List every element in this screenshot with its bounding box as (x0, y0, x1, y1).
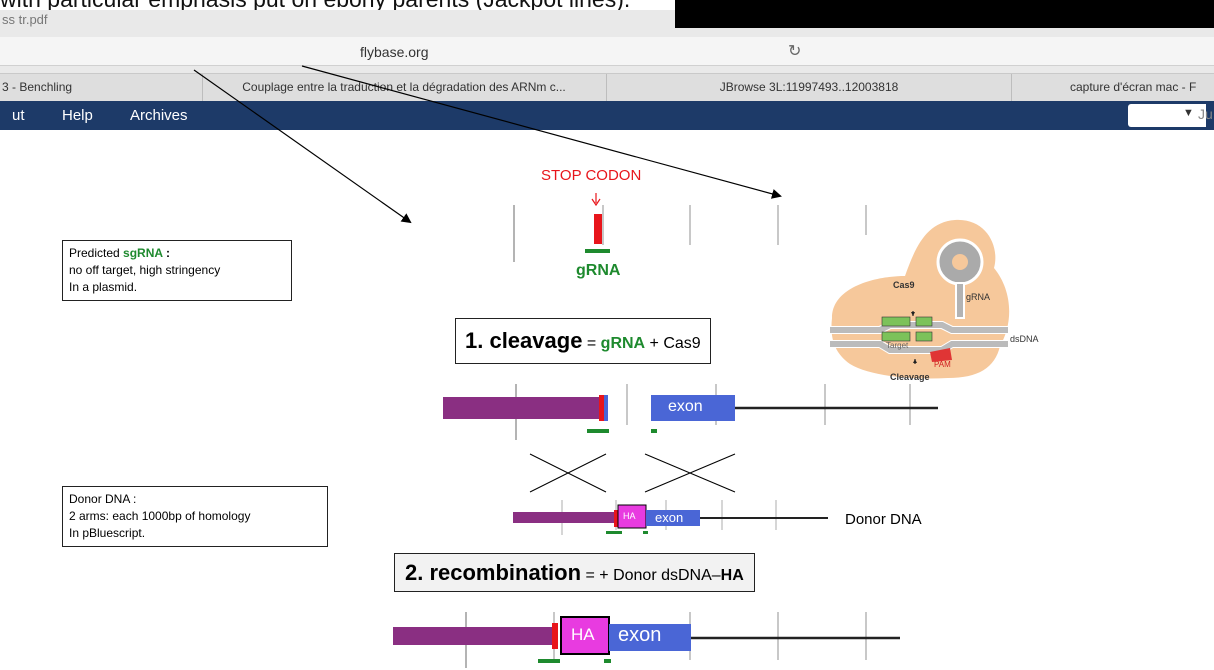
tab-couplage[interactable]: Couplage entre la traduction et la dégra… (202, 74, 607, 101)
donor-exon (646, 510, 700, 526)
tab-benchling[interactable]: 3 - Benchling (0, 74, 203, 101)
sgrna-box-line3: In a plasmid. (69, 280, 138, 294)
zoom-arrow-right (301, 65, 782, 199)
step1-eq: = (582, 335, 601, 352)
cas9-schematic (830, 219, 1010, 379)
cas9-dsdna-label: dsDNA (1010, 334, 1039, 344)
cas9-grna-label: gRNA (966, 292, 991, 302)
crossover-marks (529, 453, 736, 493)
step1-title-box: 1. cleavage = gRNA + Cas9 (455, 318, 711, 364)
dropdown-arrow-icon[interactable]: ▼ (1183, 107, 1194, 119)
donor-box-line2: 2 arms: each 1000bp of homology (69, 509, 251, 523)
track2-cut-red (599, 395, 604, 421)
step2-title-box: 2. recombination = + Donor dsDNA–HA (394, 553, 755, 592)
reload-icon[interactable]: ↻ (788, 43, 802, 60)
dropdown-text: Ju (1198, 106, 1213, 122)
nav-help[interactable]: Help (62, 107, 93, 124)
grna-label: gRNA (576, 262, 621, 279)
top-track-gridlines (513, 205, 867, 262)
black-bar (675, 0, 1214, 28)
file-name: ss tr.pdf (2, 12, 48, 27)
final-purple-segment (393, 627, 555, 645)
donor-info-box: Donor DNA : 2 arms: each 1000bp of homol… (62, 486, 328, 547)
donor-ha-label: HA (623, 511, 636, 521)
track2-exon (651, 395, 735, 421)
final-exon-label: exon (618, 624, 662, 646)
sgrna-info-box: Predicted sgRNA : no off target, high st… (62, 240, 292, 301)
cas9-target-label: Target (886, 341, 909, 350)
site-navbar: ut Help Archives (0, 101, 1214, 130)
sgrna-box-predicted: Predicted (69, 246, 120, 260)
nav-dropdown[interactable] (1128, 104, 1206, 127)
sgrna-box-line2: no off target, high stringency (69, 263, 221, 277)
grna-bar (585, 249, 610, 253)
step1-rest: + Cas9 (645, 335, 701, 352)
sgrna-box-colon: : (162, 246, 170, 260)
step2-eq: = + Donor dsDNA– (581, 567, 721, 584)
donor-box-line1: Donor DNA : (69, 492, 137, 506)
track2-purple-segment (443, 397, 606, 419)
cas9-pam-label: PAM (934, 360, 951, 369)
step1-grna: gRNA (600, 335, 646, 352)
final-exon (609, 624, 691, 651)
cas9-cleavage-label: Cleavage (890, 372, 930, 382)
donor-exon-label: exon (655, 510, 684, 525)
url-text[interactable]: flybase.org (360, 44, 429, 60)
step2-ha: HA (720, 567, 744, 584)
stop-codon-mark (594, 214, 602, 244)
tab-jbrowse[interactable]: JBrowse 3L:11997493..12003818 (607, 74, 1012, 101)
zoom-arrow-left (193, 69, 412, 224)
nav-archives[interactable]: Archives (130, 107, 188, 124)
nav-about[interactable]: ut (12, 107, 25, 124)
tab-capture[interactable]: capture d'écran mac - F (1070, 80, 1197, 94)
tab-strip: 3 - Benchling Couplage entre la traducti… (0, 73, 1214, 102)
cas9-label: Cas9 (893, 280, 915, 290)
address-bar[interactable] (0, 37, 1214, 66)
donor-purple-segment (513, 512, 615, 523)
final-ha-tag (560, 616, 610, 655)
donor-dna-label: Donor DNA (845, 511, 922, 528)
slide-title-clipped: with particular emphasis put on ebony pa… (0, 0, 700, 12)
stop-codon-label: STOP CODON (541, 167, 642, 184)
final-ha-label: HA (571, 625, 595, 644)
step1-title: 1. cleavage (465, 328, 583, 353)
sgrna-box-sgrna: sgRNA (123, 246, 163, 260)
track2-exon-label: exon (668, 398, 703, 415)
donor-box-line3: In pBluescript. (69, 526, 146, 540)
step2-title: 2. recombination (405, 560, 582, 585)
